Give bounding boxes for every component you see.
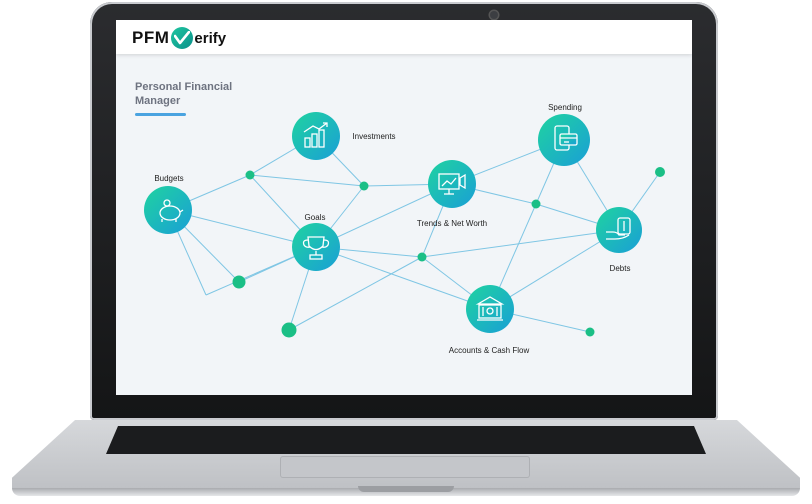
node-label-debts: Debts	[609, 264, 631, 273]
laptop-notch	[358, 486, 454, 492]
money-hand-icon	[606, 217, 631, 240]
check-v-icon	[171, 27, 194, 49]
network-dots	[232, 167, 665, 338]
title-underline	[135, 113, 186, 116]
node-budgets[interactable]	[144, 186, 192, 234]
trend-monitor-icon	[438, 173, 466, 195]
node-label-trends: Trends & Net Worth	[416, 219, 488, 228]
node-spending[interactable]	[538, 114, 590, 166]
node-trends[interactable]	[428, 160, 476, 208]
logo-prefix: PFM	[132, 28, 170, 47]
laptop-base	[12, 420, 800, 496]
credit-card-icon	[554, 125, 578, 151]
page-title: Personal Financial Manager	[135, 80, 275, 108]
laptop-lip	[12, 488, 800, 496]
piggy-bank-icon	[159, 199, 184, 222]
logo-suffix: erify	[194, 29, 227, 47]
logo[interactable]: PFM erify	[132, 26, 226, 50]
feature-network	[144, 112, 665, 338]
node-label-spending: Spending	[548, 103, 582, 112]
node-label-budgets: Budgets	[154, 174, 184, 183]
network-edges	[167, 135, 661, 333]
trackpad	[280, 456, 530, 478]
page-title-line2: Manager	[135, 95, 181, 107]
node-label-accounts: Accounts & Cash Flow	[448, 346, 530, 355]
node-debts[interactable]	[596, 207, 642, 253]
node-goals[interactable]	[292, 223, 340, 271]
page-title-line1: Personal Financial	[135, 81, 233, 93]
keyboard	[106, 426, 706, 454]
node-investments[interactable]	[292, 112, 340, 160]
node-accounts[interactable]	[466, 285, 514, 333]
top-bar: PFM erify	[116, 20, 692, 54]
webcam-icon	[490, 11, 498, 19]
node-label-goals: Goals	[304, 213, 326, 222]
bar-chart-icon	[303, 122, 328, 148]
node-label-investments: Investments	[352, 132, 396, 141]
bank-icon	[475, 296, 505, 321]
app-screen: PFM erify Personal Financial Manager	[116, 20, 692, 395]
trophy-icon	[302, 236, 330, 260]
